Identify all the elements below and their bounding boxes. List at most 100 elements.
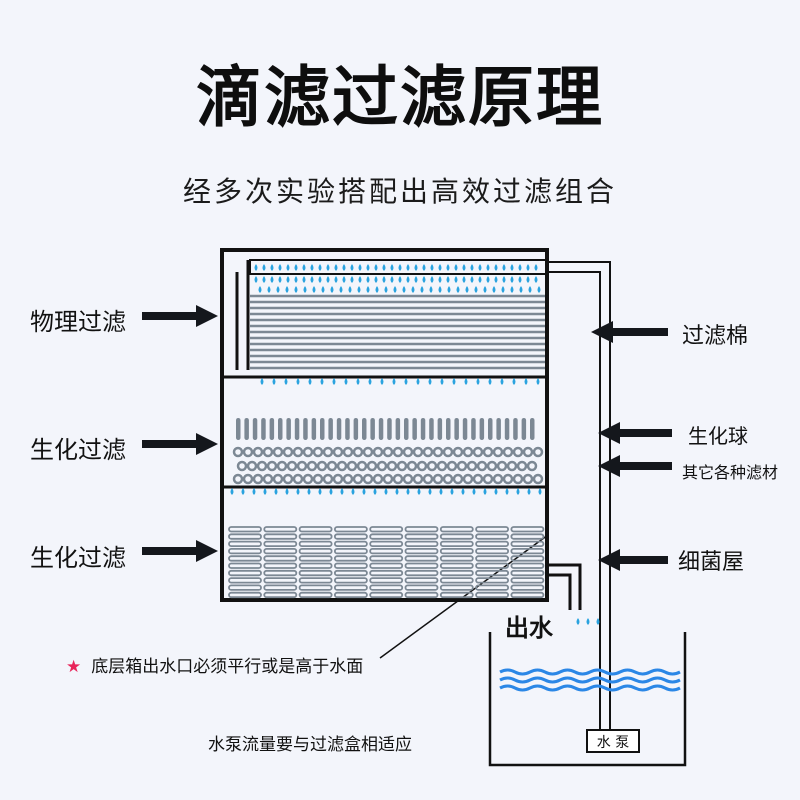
- bacteria-block: [475, 548, 510, 555]
- label-physical-filtration: 物理过滤: [30, 308, 126, 336]
- bio-ball: [312, 446, 324, 458]
- bio-ball: [532, 473, 544, 485]
- water-wave: [499, 684, 681, 692]
- bacteria-block: [333, 584, 368, 591]
- drop-icon: [439, 488, 443, 495]
- bio-ball: [362, 473, 374, 485]
- bio-stick: [320, 418, 325, 440]
- drop-icon: [374, 264, 378, 271]
- drop-icon: [267, 286, 271, 293]
- drop-icon: [330, 286, 334, 293]
- outlet-note-text: 底层箱出水口必须平行或是高于水面: [91, 657, 364, 677]
- bio-ball: [276, 460, 288, 472]
- outlet-label: 出水: [505, 614, 553, 642]
- drop-icon: [366, 276, 370, 283]
- bio-ball: [392, 473, 404, 485]
- bacteria-block: [475, 555, 510, 562]
- drop-icon: [320, 378, 324, 385]
- drop-icon: [398, 276, 402, 283]
- bio-stick: [362, 418, 367, 440]
- drop-icon: [332, 378, 336, 385]
- bacteria-block: [228, 555, 262, 562]
- bacteria-block: [439, 584, 474, 591]
- bio-stick: [311, 418, 317, 440]
- drop-icon: [254, 276, 258, 283]
- drop-icon: [348, 286, 352, 293]
- drop-icon: [454, 276, 458, 283]
- bacteria-block: [369, 540, 404, 547]
- bacteria-block: [475, 562, 510, 569]
- bio-ball: [496, 460, 508, 472]
- drop-icon: [340, 488, 344, 495]
- drop-icon: [380, 378, 384, 385]
- drop-icon: [294, 276, 298, 283]
- bacteria-block: [404, 533, 439, 540]
- drop-icon: [382, 276, 386, 283]
- bacteria-block: [475, 533, 510, 540]
- bio-ball: [336, 460, 348, 472]
- drop-icon: [307, 488, 311, 495]
- drop-icon: [285, 286, 289, 293]
- bio-stick: [328, 418, 333, 440]
- bacteria-block: [439, 577, 474, 584]
- bio-stick: [521, 418, 527, 440]
- bio-media-sticks: [236, 418, 535, 440]
- bio-ball: [332, 473, 344, 485]
- bacteria-block: [298, 562, 333, 569]
- arrow-bio-filtration-middle: [142, 433, 218, 455]
- bacteria-block: [228, 540, 262, 547]
- arrow-filter-cotton: [591, 321, 668, 343]
- bacteria-block: [333, 569, 368, 577]
- bacteria-block: [475, 584, 510, 591]
- bacteria-block: [263, 591, 298, 599]
- bio-ball: [252, 473, 264, 485]
- bio-ball: [322, 446, 334, 458]
- bio-ball: [362, 446, 374, 458]
- bacteria-block: [439, 562, 474, 569]
- bio-stick: [278, 418, 283, 440]
- outlet-note: ★底层箱出水口必须平行或是高于水面: [66, 652, 363, 677]
- bio-stick: [252, 418, 258, 440]
- drop-icon: [326, 264, 330, 271]
- drop-icon: [534, 276, 538, 283]
- drop-icon: [263, 488, 267, 495]
- drop-icon: [384, 488, 388, 495]
- drop-icon: [414, 264, 418, 271]
- drop-icon: [596, 618, 600, 625]
- drop-icon: [478, 276, 482, 283]
- drop-icon: [286, 276, 290, 283]
- drop-icon: [501, 286, 505, 293]
- bio-ball: [282, 473, 294, 485]
- drop-icon: [373, 488, 377, 495]
- drop-icon: [351, 488, 355, 495]
- drop-icon: [262, 264, 266, 271]
- bacteria-block: [263, 584, 298, 591]
- bacteria-block: [263, 577, 298, 584]
- drop-icon: [536, 378, 540, 385]
- bio-stick: [261, 418, 266, 440]
- bacteria-block: [228, 526, 262, 533]
- bio-ball: [286, 460, 298, 472]
- bio-ball: [266, 460, 278, 472]
- bio-stick: [530, 418, 535, 440]
- bio-ball: [412, 446, 424, 458]
- bio-stick: [236, 418, 241, 440]
- bacteria-block: [475, 577, 510, 584]
- drop-icon: [483, 488, 487, 495]
- drop-icon: [494, 264, 498, 271]
- drop-icon: [384, 286, 388, 293]
- drop-icon: [452, 378, 456, 385]
- bio-ball: [502, 473, 514, 485]
- drop-icon: [278, 264, 282, 271]
- drop-icon: [302, 276, 306, 283]
- bio-ball: [462, 446, 474, 458]
- bio-ball: [232, 446, 244, 458]
- bacteria-block: [263, 569, 298, 577]
- label-other-media: 其它各种滤材: [682, 463, 779, 482]
- bio-ball: [482, 446, 494, 458]
- bio-stick: [437, 418, 443, 440]
- drop-icon: [274, 488, 278, 495]
- bio-ball: [516, 460, 528, 472]
- bacteria-block: [263, 548, 298, 555]
- bacteria-block: [475, 526, 510, 533]
